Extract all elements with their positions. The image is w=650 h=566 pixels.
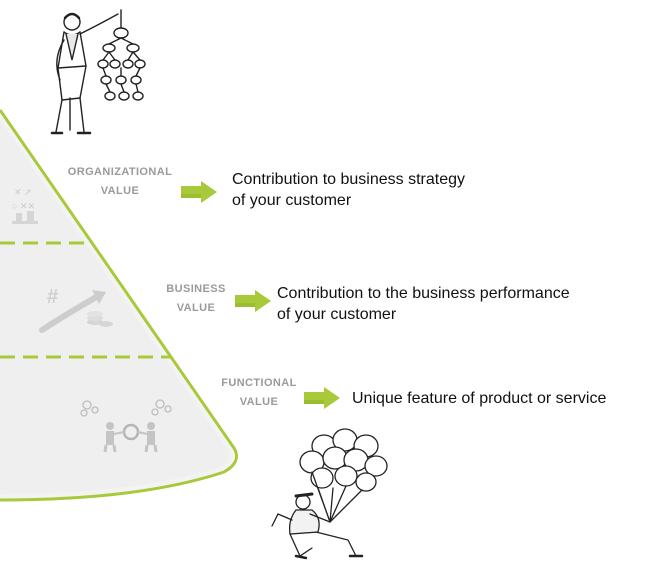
level-label-organizational: ORGANIZATIONAL VALUE	[56, 163, 184, 201]
growth-coins-icon: #	[39, 286, 113, 333]
chess-strategy-icon: ✕ ↗ ○ ✕✕	[12, 187, 38, 224]
level-desc-line1: Unique feature of product or service	[352, 390, 607, 407]
level-desc-line2: of your customer	[277, 306, 397, 323]
arrow-right-icon	[235, 290, 271, 312]
level-desc-functional: Unique feature of product or service	[352, 388, 606, 409]
level-desc-business: Contribution to the business performance…	[277, 283, 570, 325]
man-with-org-chart-icon	[50, 9, 146, 135]
level-desc-line1: Contribution to business strategy	[232, 171, 466, 188]
level-label-functional: FUNCTIONAL VALUE	[213, 374, 305, 412]
svg-text:✕ ↗: ✕ ↗	[14, 187, 32, 197]
level-label-line1: BUSINESS	[166, 283, 226, 295]
pyramid-outline	[0, 109, 238, 502]
man-with-balloons-icon	[271, 428, 388, 560]
level-label-line2: VALUE	[239, 396, 279, 408]
level-label-line2: VALUE	[176, 302, 216, 314]
arrow-right-icon	[181, 181, 217, 203]
level-desc-organizational: Contribution to business strategy of you…	[232, 169, 465, 211]
level-label-business: BUSINESS VALUE	[158, 280, 234, 318]
level-label-line1: ORGANIZATIONAL	[67, 166, 173, 178]
svg-text:#: #	[47, 286, 58, 308]
people-gears-icon	[80, 399, 172, 453]
level-label-line1: FUNCTIONAL	[221, 377, 297, 389]
level-label-line2: VALUE	[100, 185, 140, 197]
level-desc-line2: of your customer	[232, 192, 352, 209]
level-desc-line1: Contribution to the business performance	[277, 285, 570, 302]
arrow-right-icon	[304, 387, 340, 409]
svg-text:○ ✕✕: ○ ✕✕	[12, 201, 35, 211]
